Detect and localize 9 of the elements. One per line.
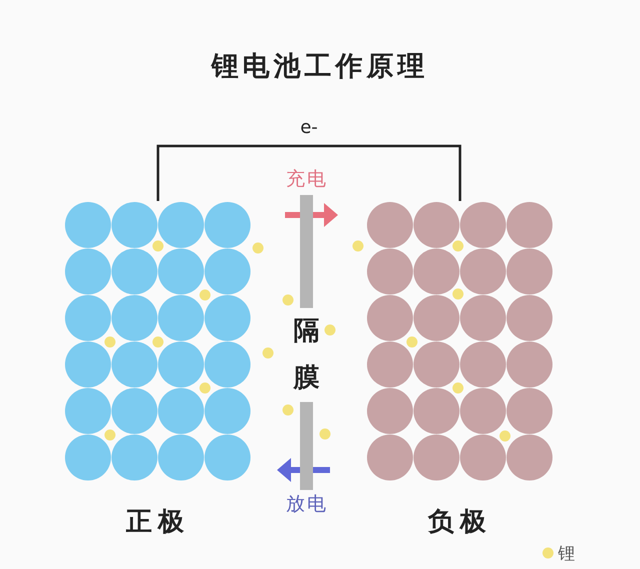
legend-label: 锂 xyxy=(558,543,575,565)
electrode-label: 正极 xyxy=(125,506,191,539)
electrode-label: 负极 xyxy=(426,506,493,539)
wire xyxy=(156,144,462,201)
direction-label: 充电 xyxy=(285,167,329,192)
title: 锂电池工作原理 xyxy=(210,50,430,84)
direction-label: 放电 xyxy=(285,492,329,517)
separator-label: 隔膜 xyxy=(291,308,322,402)
edge-label: e- xyxy=(299,117,319,138)
